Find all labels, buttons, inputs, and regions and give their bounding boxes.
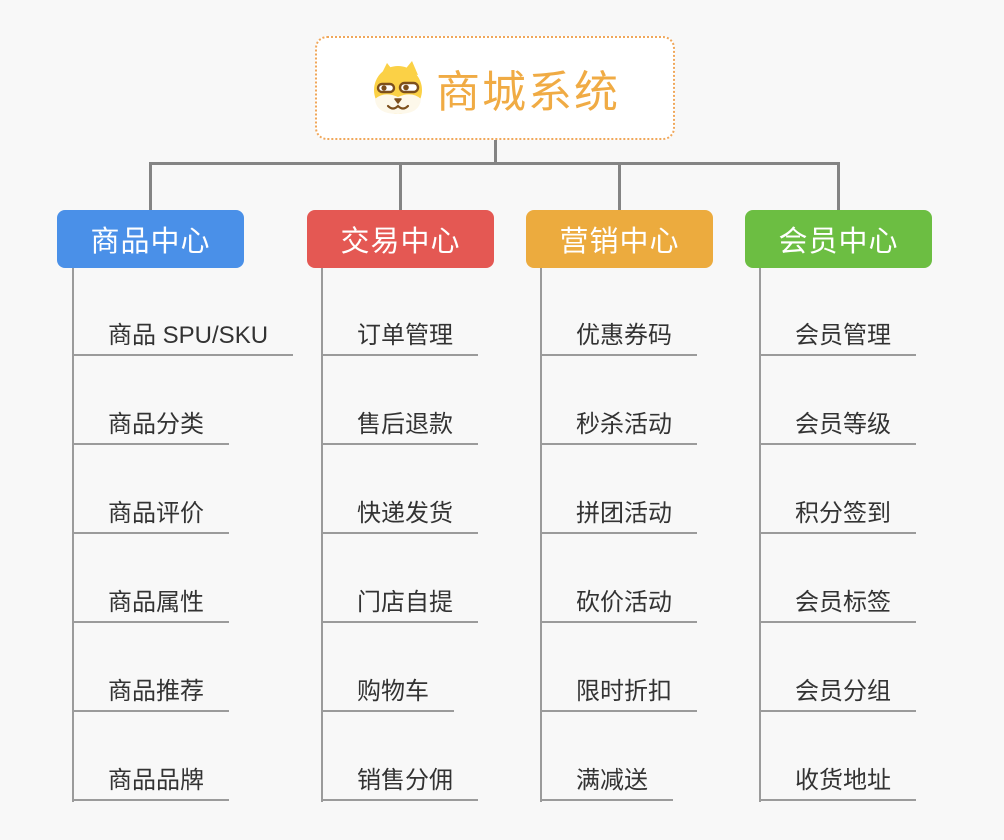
leaf-node[interactable]: 收货地址 xyxy=(759,767,916,801)
leaf-node[interactable]: 优惠券码 xyxy=(540,322,697,356)
connector-trunk xyxy=(759,268,761,802)
leaf-node[interactable]: 会员管理 xyxy=(759,322,916,356)
leaf-node[interactable]: 商品推荐 xyxy=(72,678,229,712)
leaf-node[interactable]: 秒杀活动 xyxy=(540,411,697,445)
branch-node-trade-center[interactable]: 交易中心 xyxy=(307,210,494,268)
leaf-node[interactable]: 商品品牌 xyxy=(72,767,229,801)
connector-drop-marketing xyxy=(618,163,621,210)
leaf-node[interactable]: 商品 SPU/SKU xyxy=(72,322,294,356)
leaf-node[interactable]: 会员分组 xyxy=(759,678,916,712)
connector-trunk xyxy=(72,268,74,802)
branch-label: 营销中心 xyxy=(559,226,680,258)
leaf-node[interactable]: 限时折扣 xyxy=(540,678,697,712)
leaf-node[interactable]: 售后退款 xyxy=(321,411,478,445)
branch-label: 商品中心 xyxy=(90,226,211,258)
leaf-node[interactable]: 商品属性 xyxy=(72,589,229,623)
root-node-label: 商城系统 xyxy=(436,68,620,117)
branch-node-member-center[interactable]: 会员中心 xyxy=(745,210,932,268)
connector-trunk xyxy=(321,268,323,802)
leaf-node[interactable]: 砍价活动 xyxy=(540,589,697,623)
connector-drop-product xyxy=(149,163,152,210)
leaf-node[interactable]: 购物车 xyxy=(321,678,454,712)
branch-label: 交易中心 xyxy=(340,226,461,258)
root-node[interactable]: 商城系统 xyxy=(315,36,675,140)
connector-drop-member xyxy=(837,163,840,210)
connector-horizontal-bus xyxy=(149,162,840,165)
branch-label: 会员中心 xyxy=(778,226,899,258)
branch-node-marketing-center[interactable]: 营销中心 xyxy=(526,210,713,268)
branch-node-product-center[interactable]: 商品中心 xyxy=(57,210,244,268)
leaf-node[interactable]: 商品评价 xyxy=(72,500,229,534)
connector-drop-trade xyxy=(399,163,402,210)
leaf-node[interactable]: 商品分类 xyxy=(72,411,229,445)
leaf-node[interactable]: 订单管理 xyxy=(321,322,478,356)
leaf-node[interactable]: 快递发货 xyxy=(321,500,478,534)
leaf-node[interactable]: 会员标签 xyxy=(759,589,916,623)
leaf-node[interactable]: 销售分佣 xyxy=(321,767,478,801)
leaf-node[interactable]: 门店自提 xyxy=(321,589,478,623)
leaf-node[interactable]: 会员等级 xyxy=(759,411,916,445)
dog-face-icon xyxy=(374,61,422,114)
connector-trunk xyxy=(540,268,542,802)
leaf-node[interactable]: 满减送 xyxy=(540,767,673,801)
connector-root-vertical xyxy=(494,140,497,164)
leaf-node[interactable]: 拼团活动 xyxy=(540,500,697,534)
leaf-node[interactable]: 积分签到 xyxy=(759,500,916,534)
